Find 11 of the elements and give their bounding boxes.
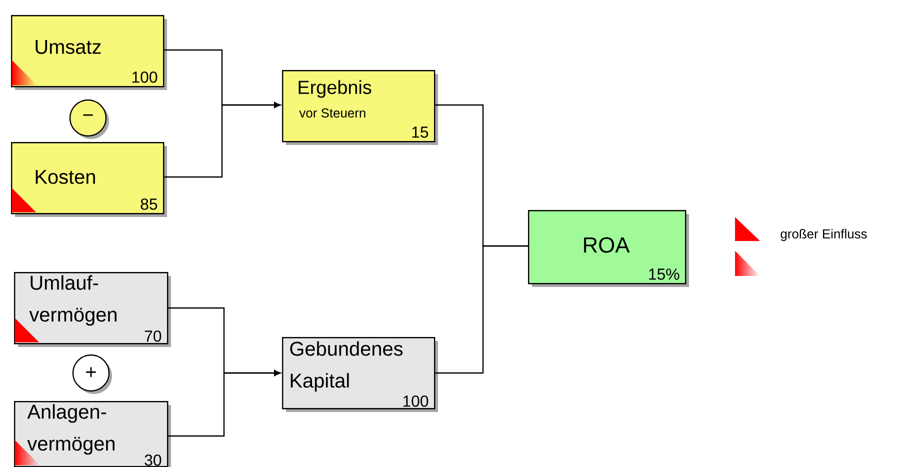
legend-label: großer Einfluss — [780, 228, 867, 242]
process-box: Umsatz 100 — [11, 15, 167, 90]
connector — [435, 245, 528, 374]
process-box: Umlauf- vermögen 70 — [14, 272, 171, 347]
connector — [168, 370, 280, 437]
process-box: Anlagen- vermögen 30 — [14, 400, 171, 467]
process-box: Gebundenes Kapital 100 — [282, 336, 438, 412]
connector — [164, 102, 280, 178]
process-box: Ergebnis vor Steuern 15 — [282, 70, 438, 145]
process-box: ROA 15% — [528, 210, 689, 287]
process-box: Kosten 85 — [11, 142, 167, 217]
